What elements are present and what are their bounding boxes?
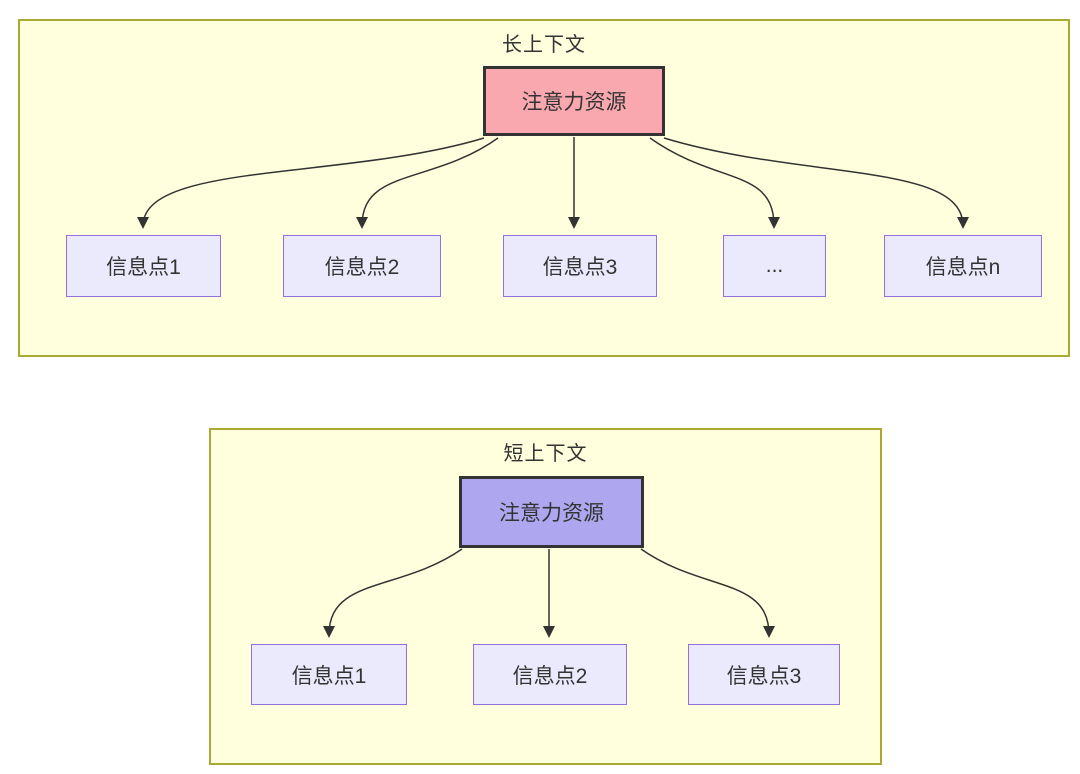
long-info-node-3: 信息点3 — [503, 235, 657, 297]
long-info-node-2-label: 信息点2 — [324, 256, 400, 279]
short-attention-resource-node: 注意力资源 — [459, 476, 644, 548]
long-attention-resource-node: 注意力资源 — [483, 66, 665, 136]
long-info-node-1: 信息点1 — [66, 235, 221, 297]
long-attention-resource-label: 注意力资源 — [521, 91, 627, 114]
long-info-node-n: 信息点n — [884, 235, 1042, 297]
short-context-title: 短上下文 — [503, 443, 588, 465]
short-info-node-2-label: 信息点2 — [512, 664, 588, 688]
short-info-node-2: 信息点2 — [473, 644, 627, 705]
long-info-node-n-label: 信息点n — [925, 256, 1001, 279]
long-info-node-ellipsis: ... — [723, 235, 826, 297]
short-info-node-1-label: 信息点1 — [291, 664, 367, 688]
short-attention-resource-label: 注意力资源 — [499, 502, 604, 525]
long-info-node-3-label: 信息点3 — [542, 256, 618, 279]
short-info-node-3-label: 信息点3 — [726, 664, 802, 688]
short-info-node-3: 信息点3 — [688, 644, 840, 705]
long-info-node-2: 信息点2 — [283, 235, 441, 297]
long-context-title: 长上下文 — [502, 34, 586, 56]
long-info-node-1-label: 信息点1 — [106, 256, 181, 279]
short-info-node-1: 信息点1 — [251, 644, 407, 705]
long-info-node-ellipsis-label: ... — [765, 254, 784, 277]
